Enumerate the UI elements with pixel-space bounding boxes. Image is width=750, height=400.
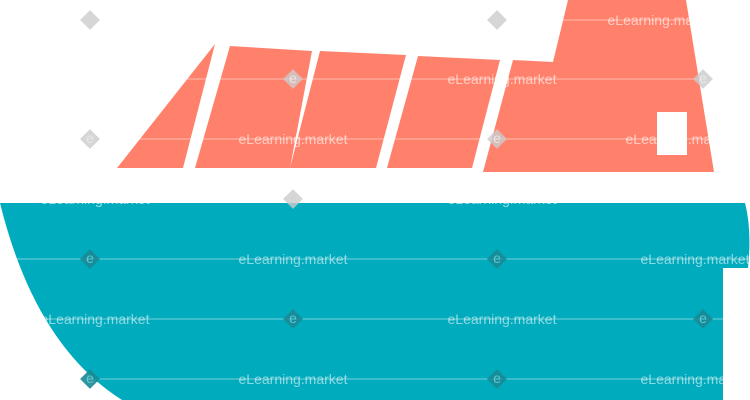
- watermark-text: eLearning.market: [608, 12, 717, 28]
- watermark-text: eLearning.market: [239, 371, 348, 387]
- watermark-diamond-icon: e: [80, 129, 100, 149]
- bridge-window: [657, 112, 687, 155]
- watermark-text: eLearning.market: [448, 191, 557, 207]
- watermark-diamond-icon: e: [487, 129, 507, 149]
- watermark-mark-letter: e: [86, 130, 94, 146]
- watermark-text: eLearning.market: [41, 191, 150, 207]
- cargo-container-4: [387, 56, 500, 168]
- watermark-text: eLearning.market: [641, 251, 750, 267]
- watermark-mark-letter: e: [86, 370, 94, 386]
- watermark-diamond-icon: e: [487, 369, 507, 389]
- watermark-text: eLearning.market: [239, 131, 348, 147]
- watermark-mark-letter: e: [493, 130, 501, 146]
- watermark-text: eLearning.market: [626, 131, 735, 147]
- watermark-mark-letter: e: [493, 250, 501, 266]
- cargo-container-3: [290, 51, 406, 168]
- watermark-diamond-icon: [283, 189, 303, 209]
- watermark-diamond-icon: e: [80, 249, 100, 269]
- watermark-diamond-icon: e: [283, 69, 303, 89]
- watermark-mark-letter: e: [699, 70, 707, 86]
- ship-hull: [0, 203, 750, 400]
- watermark-mark-letter: e: [699, 310, 707, 326]
- watermark-mark-letter: e: [289, 70, 297, 86]
- watermark-diamond-icon: e: [80, 369, 100, 389]
- watermark-text: eLearning.market: [239, 251, 348, 267]
- watermark-mark-letter: e: [289, 310, 297, 326]
- watermark-diamond-icon: [80, 10, 100, 30]
- watermark-diamond-icon: e: [487, 249, 507, 269]
- watermark-text: eLearning.market: [641, 371, 750, 387]
- watermark-mark-letter: e: [493, 370, 501, 386]
- watermark-text: eLearning.market: [41, 311, 150, 327]
- cargo-containers: [117, 44, 500, 168]
- cargo-container-2: [195, 46, 312, 168]
- watermark-text: eLearning.market: [448, 71, 557, 87]
- watermark-diamond-icon: e: [693, 309, 713, 329]
- ship-bridge: [483, 0, 714, 172]
- watermark-text: eLearning.market: [448, 311, 557, 327]
- watermark-diamond-icon: [487, 10, 507, 30]
- watermark-layer: eLearning.market e e eLearning.market e e eLea…: [0, 10, 750, 389]
- watermark-mark-letter: e: [86, 250, 94, 266]
- watermark-diamond-icon: e: [283, 309, 303, 329]
- cargo-container-1: [117, 44, 215, 168]
